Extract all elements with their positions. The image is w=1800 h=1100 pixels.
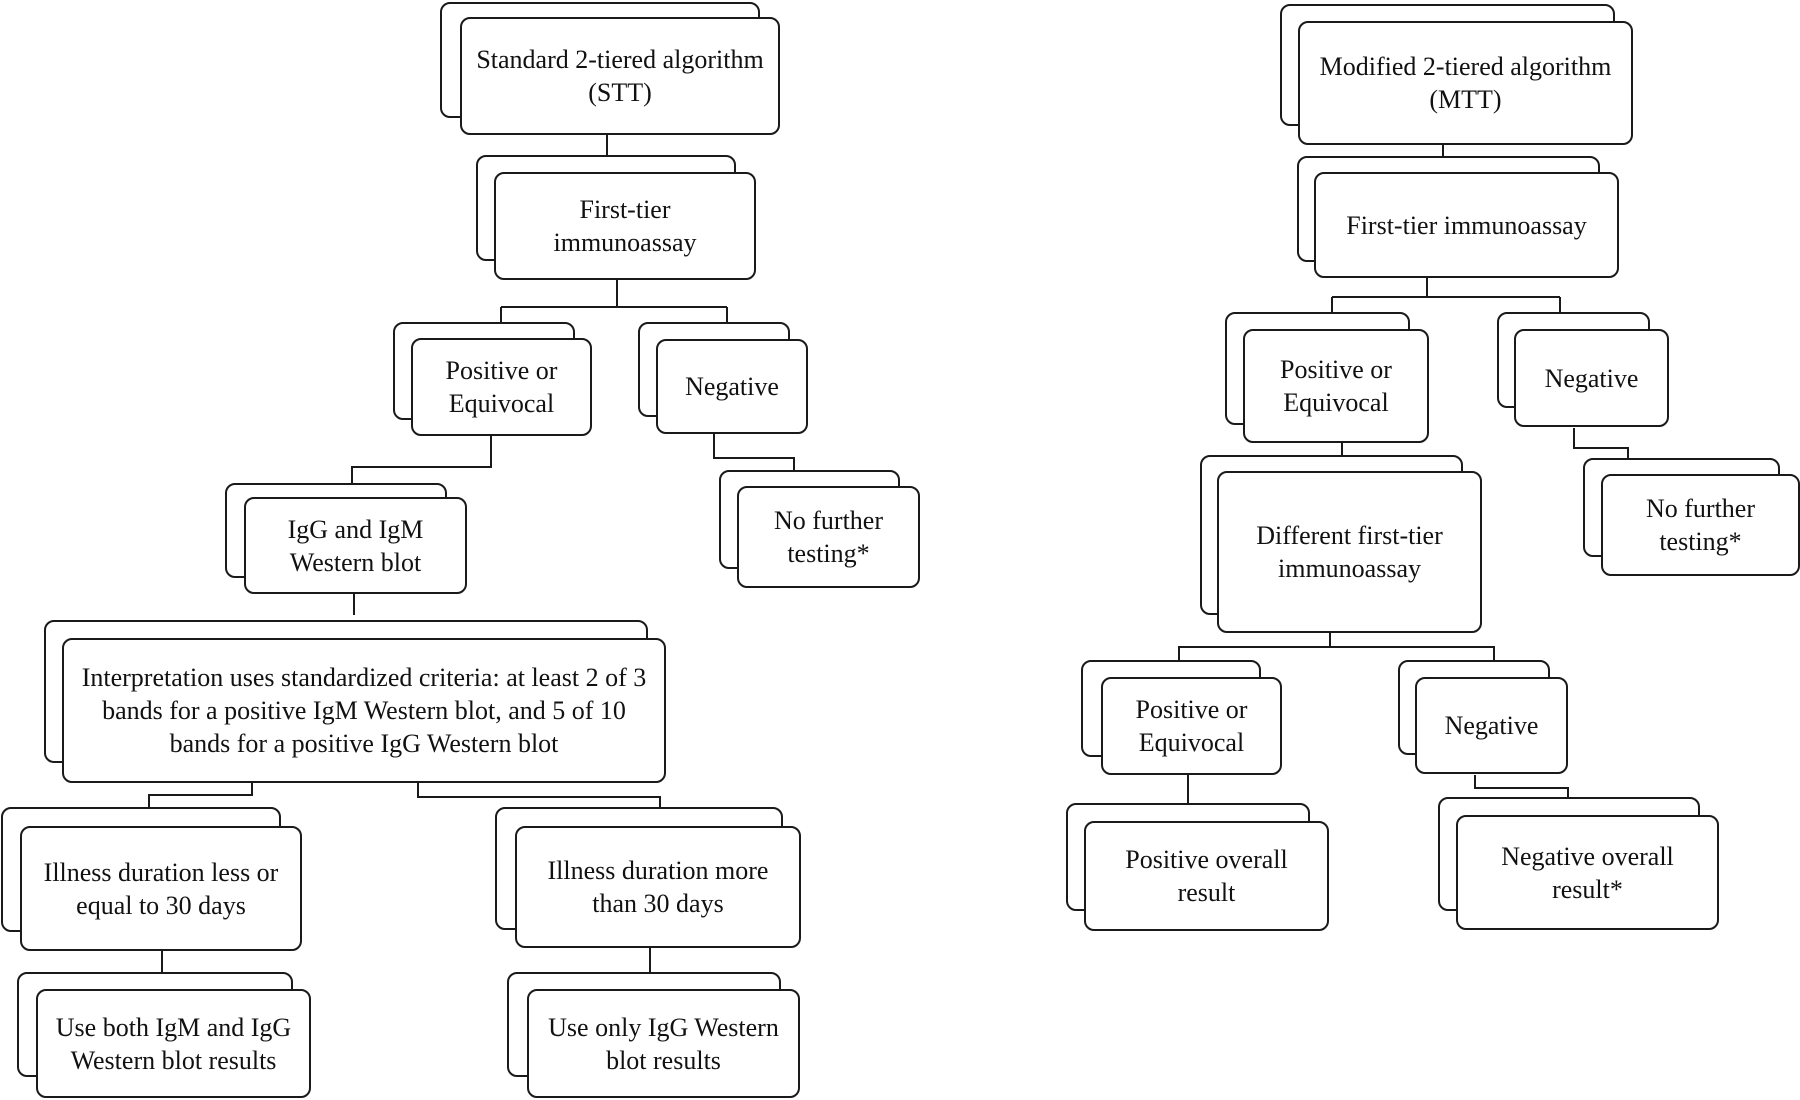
mtt-different-box: Different first-tier immunoassay [1200, 455, 1482, 633]
stt-interpretation-box: Interpretation uses standardized criteri… [44, 620, 666, 783]
stt-no-further-text: No further testing* [773, 506, 883, 568]
stt-use-igg-only-box: Use only IgG Western blot results [507, 972, 800, 1098]
mtt-first-tier-text: First-tier immunoassay [1346, 210, 1587, 240]
stt-use-both-text: Use both IgM and IgG Western blot result… [55, 1012, 292, 1075]
mtt-no-further-text: No further testing* [1645, 494, 1755, 556]
stt-positive-box: Positive or Equivocal [393, 322, 592, 436]
mtt-positive-overall-text: Positive overall result [1125, 845, 1288, 907]
mtt-negative-text: Negative [1544, 363, 1639, 393]
connector-interpretation-to-duration-more [417, 782, 661, 810]
stt-no-further-box: No further testing* [719, 470, 920, 588]
mtt-negative-overall-box: Negative overall result* [1438, 797, 1719, 930]
stt-duration-30-text: Illness duration less or equal to 30 day… [43, 857, 279, 920]
stt-negative-box: Negative [638, 322, 808, 434]
mtt-positive2-box: Positive or Equivocal [1081, 660, 1282, 775]
connector-first-tier-branches-left [500, 278, 728, 325]
stt-interpretation-text: Interpretation uses standardized criteri… [81, 663, 647, 758]
mtt-first-tier-box: First-tier immunoassay [1297, 156, 1619, 278]
mtt-different-text: Different first-tier immunoassay [1256, 521, 1443, 583]
connector-negative-to-no-further-right [1573, 428, 1629, 461]
mtt-no-further-box: No further testing* [1583, 458, 1800, 576]
stt-duration-more-text: Illness duration more than 30 days [547, 856, 769, 918]
stt-negative-text: Negative [685, 372, 779, 401]
mtt-negative2-box: Negative [1398, 660, 1568, 774]
mtt-negative2-text: Negative [1444, 711, 1539, 740]
connector-negative-to-no-further-left [713, 433, 795, 472]
stt-western-blot-text: IgG and IgM Western blot [287, 514, 424, 577]
stt-western-blot-box: IgG and IgM Western blot [225, 483, 467, 594]
mtt-title-text: Modified 2-tiered algorithm (MTT) [1319, 52, 1612, 114]
stt-title-box: Standard 2-tiered algorithm (STT) [440, 2, 780, 135]
mtt-negative-overall-text: Negative overall result* [1501, 841, 1674, 904]
connector-different-branches-negative [1330, 646, 1495, 662]
stt-use-igg-only-text: Use only IgG Western blot results [548, 1012, 779, 1075]
mtt-negative-box: Negative [1497, 312, 1669, 427]
mtt-positive-overall-box: Positive overall result [1066, 803, 1329, 931]
mtt-positive-text: Positive or Equivocal [1280, 355, 1392, 417]
mtt-positive-box: Positive or Equivocal [1225, 312, 1429, 443]
connector-first-tier-branches-right [1331, 278, 1561, 315]
stt-duration-30-box: Illness duration less or equal to 30 day… [1, 807, 302, 951]
stt-positive-text: Positive or Equivocal [445, 356, 558, 418]
connector-different-branches-positive [1178, 632, 1331, 660]
stt-duration-more-box: Illness duration more than 30 days [495, 807, 801, 948]
stt-title-text: Standard 2-tiered algorithm (STT) [476, 45, 764, 107]
stt-use-both-box: Use both IgM and IgG Western blot result… [17, 972, 311, 1098]
connector-negative-to-negative-overall [1474, 775, 1569, 800]
mtt-positive2-text: Positive or Equivocal [1135, 695, 1248, 757]
stt-first-tier-text: First-tier immunoassay [553, 195, 697, 257]
connector-positive-to-western-blot [351, 436, 492, 486]
mtt-title-box: Modified 2-tiered algorithm (MTT) [1280, 4, 1633, 145]
connector-interpretation-to-duration-30 [148, 782, 253, 810]
stt-first-tier-box: First-tier immunoassay [476, 155, 756, 280]
